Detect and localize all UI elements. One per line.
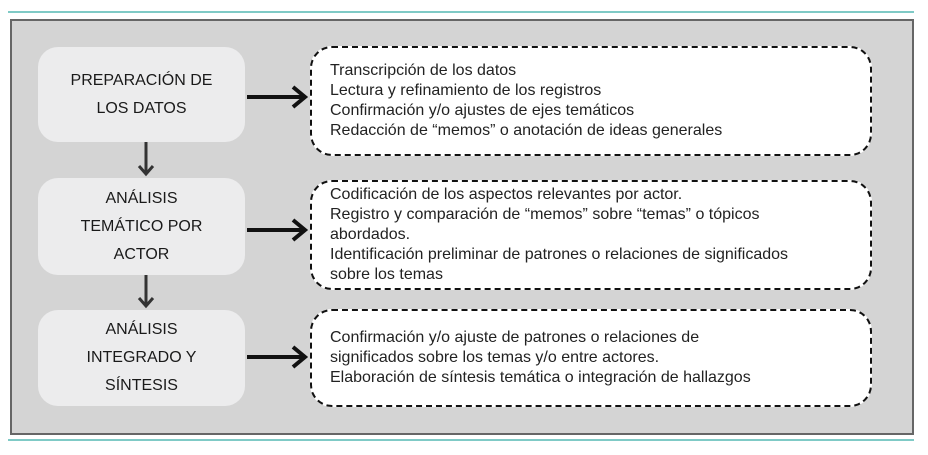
description-item: Confirmación y/o ajustes de ejes temátic… bbox=[330, 102, 635, 119]
description-box-preparacion: Transcripción de los datos Lectura y ref… bbox=[310, 46, 872, 156]
description-item: Redacción de “memos” o anotación de idea… bbox=[330, 122, 723, 139]
stage-analisis-integrado: ANÁLISIS INTEGRADO Y SÍNTESIS bbox=[38, 310, 245, 406]
arrow-right-icon bbox=[247, 85, 309, 109]
description-item: Elaboración de síntesis temática o integ… bbox=[330, 369, 751, 386]
arrow-down-icon bbox=[137, 275, 155, 309]
arrow-right-icon bbox=[247, 218, 309, 242]
top-rule bbox=[8, 11, 914, 13]
stage-analisis-tematico: ANÁLISIS TEMÁTICO POR ACTOR bbox=[38, 178, 245, 275]
description-box-analisis-tematico: Codificación de los aspectos relevantes … bbox=[310, 180, 872, 290]
description-item: Registro y comparación de “memos” sobre … bbox=[330, 206, 760, 243]
bottom-rule bbox=[8, 439, 914, 441]
stage-preparacion: PREPARACIÓN DE LOS DATOS bbox=[38, 47, 245, 142]
arrow-down-icon bbox=[137, 142, 155, 177]
arrow-right-icon bbox=[247, 345, 309, 369]
description-item: Codificación de los aspectos relevantes … bbox=[330, 186, 683, 203]
description-box-analisis-integrado: Confirmación y/o ajuste de patrones o re… bbox=[310, 309, 872, 407]
description-item: Identificación preliminar de patrones o … bbox=[330, 246, 789, 283]
description-item: Confirmación y/o ajuste de patrones o re… bbox=[330, 329, 700, 366]
description-item: Transcripción de los datos bbox=[330, 62, 517, 79]
description-item: Lectura y refinamiento de los registros bbox=[330, 82, 602, 99]
